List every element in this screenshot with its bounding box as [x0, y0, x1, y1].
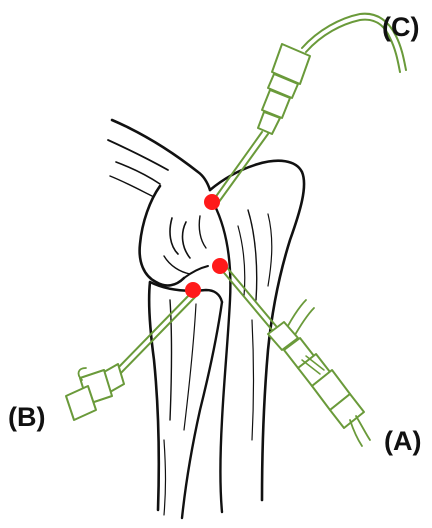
marker-c	[204, 194, 220, 210]
needle-connector-icon	[220, 264, 370, 446]
marker-b	[185, 282, 201, 298]
lower-left-bone	[149, 282, 222, 518]
marker-a	[212, 258, 228, 274]
label-b: (B)	[8, 404, 45, 431]
needle-hub-icon	[66, 290, 198, 420]
label-a: (A)	[384, 428, 421, 455]
bone-illustration	[108, 120, 304, 518]
upper-bone	[108, 120, 210, 285]
needle-with-tubing-icon	[212, 14, 406, 206]
label-c: (C)	[382, 14, 419, 41]
insertion-markers	[185, 194, 228, 298]
